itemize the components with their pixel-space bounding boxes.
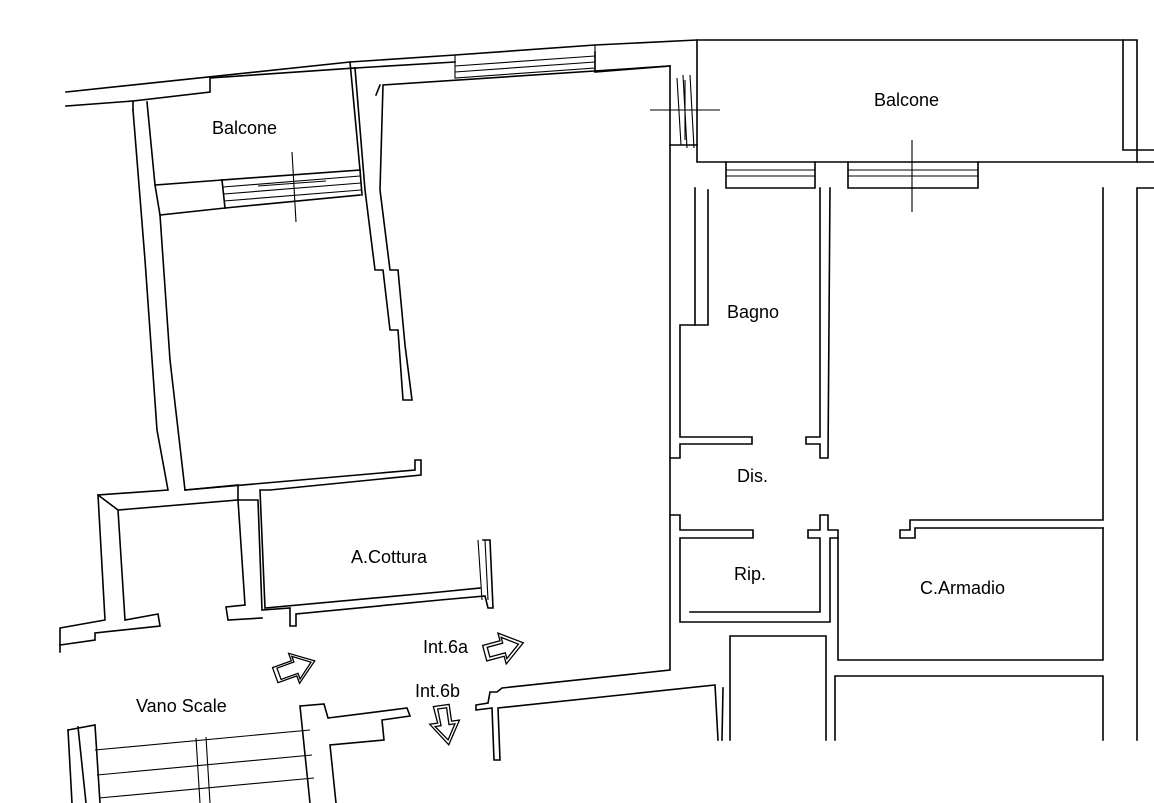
label-balcone-right: Balcone [874, 90, 939, 110]
kitchen-walls [59, 459, 494, 646]
central-wall [475, 144, 724, 761]
window-top-center [454, 45, 596, 79]
label-vano-scale: Vano Scale [136, 696, 227, 716]
label-dis: Dis. [737, 466, 768, 486]
label-rip: Rip. [734, 564, 766, 584]
label-int-6a: Int.6a [423, 637, 469, 657]
bathroom-walls [669, 187, 1154, 741]
arrow-down-int6b-icon [428, 703, 461, 746]
exterior-wall-top [65, 39, 1154, 163]
label-int-6b: Int.6b [415, 681, 460, 701]
label-balcone-left: Balcone [212, 118, 277, 138]
stairwell [67, 703, 412, 803]
label-bagno: Bagno [727, 302, 779, 322]
balcony-right-walls [650, 74, 979, 212]
closet-walls [729, 527, 1104, 741]
arrow-right-int6a-icon [481, 631, 525, 666]
label-c-armadio: C.Armadio [920, 578, 1005, 598]
storage-walls [669, 514, 839, 623]
arrow-right-vano-icon [271, 652, 316, 685]
balcony-left-walls [146, 61, 363, 223]
label-a-cottura: A.Cottura [351, 547, 428, 567]
